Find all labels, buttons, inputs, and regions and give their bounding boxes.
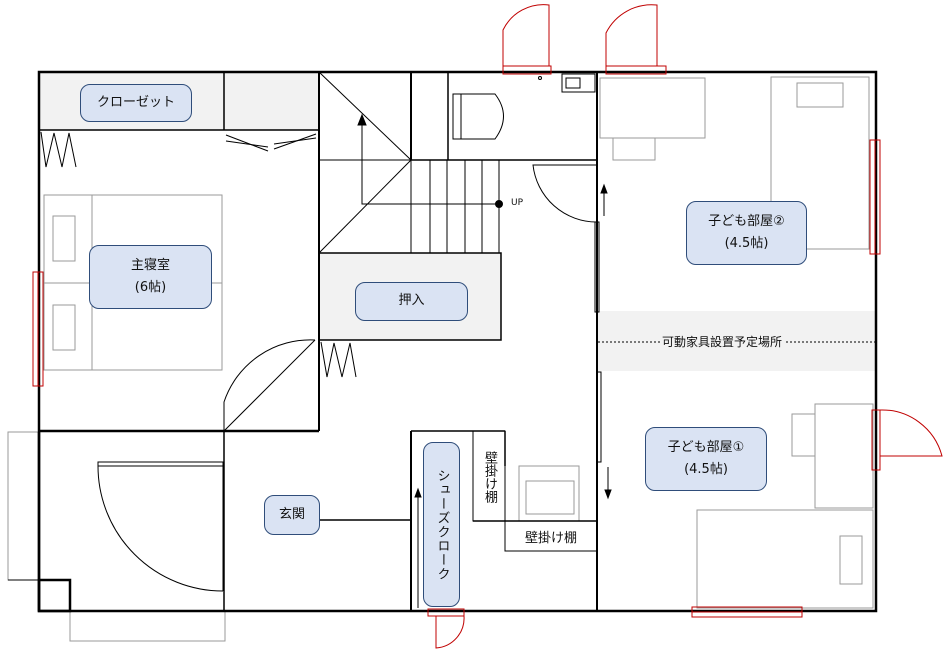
kids-room-1-label: 子ども部屋① (4.5帖) — [645, 427, 767, 491]
kids-room-1-size: (4.5帖) — [684, 462, 728, 477]
master-bedroom-label: 主寝室 (6帖) — [89, 245, 212, 309]
closet-label: クローゼット — [80, 84, 192, 122]
master-bedroom-name: 主寝室 — [130, 257, 170, 273]
entrance-label: 玄関 — [264, 495, 320, 535]
toilet-fixture — [452, 73, 596, 140]
exterior-openings — [32, 4, 943, 649]
movable-furniture-area-label: 可動家具設置予定場所 — [660, 333, 785, 350]
storage-fills — [39, 72, 876, 371]
stair-up-label: UP — [511, 198, 524, 208]
kids-room-2-name: 子ども部屋② — [708, 213, 785, 229]
staircase — [318, 71, 503, 254]
kids-room-2-label: 子ども部屋② (4.5帖) — [686, 201, 807, 265]
wall-shelf-horizontal-label: 壁掛け棚 — [524, 530, 577, 546]
interior-doors — [40, 131, 876, 608]
kids-room-1-name: 子ども部屋① — [667, 439, 745, 455]
shoe-cloak-label: シューズクローク — [423, 442, 460, 607]
oshiire-label: 押入 — [355, 282, 468, 321]
master-bedroom-size: (6帖) — [134, 280, 167, 295]
wall-shelf-vertical-label: 壁掛け棚 — [482, 451, 497, 503]
kids-room-2-size: (4.5帖) — [724, 236, 769, 251]
